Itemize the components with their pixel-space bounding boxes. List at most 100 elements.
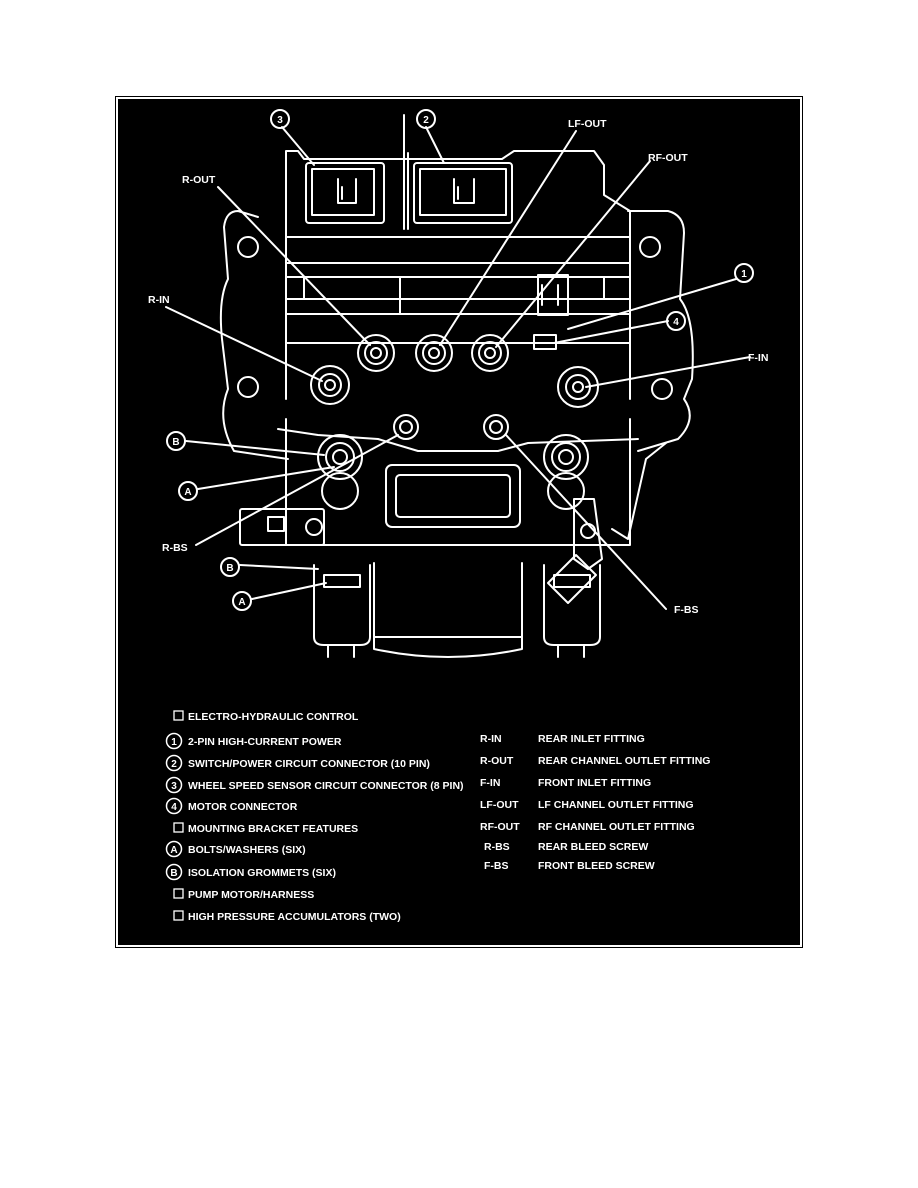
label-lf-out: LF-OUT (568, 118, 607, 130)
legend-item-bolts-washers: A BOLTS/WASHERS (SIX) (165, 840, 306, 858)
svg-text:MOTOR CONNECTOR: MOTOR CONNECTOR (188, 801, 298, 813)
svg-text:WHEEL SPEED SENSOR CIRCUIT CON: WHEEL SPEED SENSOR CIRCUIT CONNECTOR (8 … (188, 780, 464, 792)
legend-code-lf-out: LF-OUT (480, 799, 519, 811)
r-out-fitting (357, 334, 395, 372)
callout-4: 4 (673, 317, 679, 328)
legend-desc-r-out: REAR CHANNEL OUTLET FITTING (538, 755, 710, 767)
label-r-bs: R-BS (162, 542, 188, 554)
pump-motor (373, 562, 523, 658)
legend-item-switch-power-connector: 2 SWITCH/POWER CIRCUIT CONNECTOR (10 PIN… (165, 754, 430, 772)
legend-item-motor-connector: 4 MOTOR CONNECTOR (165, 797, 298, 815)
callout-a-upper-circle (178, 481, 198, 501)
mounting-bracket (219, 210, 694, 460)
svg-text:4: 4 (171, 802, 177, 813)
connector-3-body (305, 162, 385, 224)
svg-text:BOLTS/WASHERS (SIX): BOLTS/WASHERS (SIX) (188, 844, 306, 856)
svg-text:2: 2 (171, 759, 177, 770)
leader-f-in (585, 356, 751, 388)
r-in-fitting (310, 365, 350, 405)
legend-item-wheel-speed-connector: 3 WHEEL SPEED SENSOR CIRCUIT CONNECTOR (… (165, 776, 464, 794)
legend-left: ELECTRO-HYDRAULIC CONTROL 1 2-PIN HIGH-C… (165, 710, 464, 923)
callout-a-lower-circle (232, 591, 252, 611)
leader-2 (425, 126, 445, 164)
legend-desc-lf-out: LF CHANNEL OUTLET FITTING (538, 799, 694, 811)
label-r-out: R-OUT (182, 174, 216, 186)
legend-desc-r-bs: REAR BLEED SCREW (538, 841, 648, 853)
lf-out-fitting (415, 334, 453, 372)
legend-desc-r-in: REAR INLET FITTING (538, 733, 645, 745)
abs-unit-diagram: 3 2 1 4 B A B A R-OUT R-IN LF-OUT RF-OUT… (148, 109, 768, 923)
lower-body (285, 418, 631, 546)
legend-code-r-bs: R-BS (484, 841, 510, 853)
svg-text:PUMP MOTOR/HARNESS: PUMP MOTOR/HARNESS (188, 889, 314, 901)
callout-4-circle (666, 311, 686, 331)
legend-right: R-IN REAR INLET FITTING R-OUT REAR CHANN… (480, 733, 710, 872)
legend-item-pump-motor: PUMP MOTOR/HARNESS (173, 888, 314, 901)
label-f-in: F-IN (748, 352, 768, 364)
callout-a-upper: A (184, 487, 191, 498)
svg-text:HIGH PRESSURE ACCUMULATORS (TW: HIGH PRESSURE ACCUMULATORS (TWO) (188, 911, 401, 923)
leader-r-bs (195, 434, 399, 546)
legend-item-accumulators: HIGH PRESSURE ACCUMULATORS (TWO) (173, 910, 401, 923)
label-f-bs: F-BS (674, 604, 699, 616)
leader-b-upper (185, 440, 325, 456)
callout-2: 2 (423, 115, 429, 126)
callout-1-circle (734, 263, 754, 283)
legend-desc-f-bs: FRONT BLEED SCREW (538, 860, 655, 872)
leader-a-upper (197, 466, 335, 490)
callout-b-upper-circle (166, 431, 186, 451)
f-in-fitting (557, 366, 599, 408)
leader-4 (553, 320, 669, 344)
svg-text:SWITCH/POWER CIRCUIT CONNECTOR: SWITCH/POWER CIRCUIT CONNECTOR (10 PIN) (188, 758, 430, 770)
bolt-right (558, 449, 574, 465)
leader-rf-out (495, 160, 651, 348)
legend-item-isolation-grommets: B ISOLATION GROMMETS (SIX) (165, 863, 336, 881)
bolt-left (332, 449, 348, 465)
grommet-left (317, 434, 363, 480)
svg-text:B: B (170, 868, 177, 879)
r-bs-screw (393, 414, 419, 440)
leader-3 (281, 126, 315, 166)
callout-b-upper: B (172, 437, 179, 448)
svg-text:ELECTRO-HYDRAULIC CONTROL: ELECTRO-HYDRAULIC CONTROL (188, 711, 359, 723)
legend-item-mounting-bracket: MOUNTING BRACKET FEATURES (173, 822, 358, 835)
bracket-hole-lower-right (651, 378, 673, 400)
legend-code-r-in: R-IN (480, 733, 502, 745)
leader-1 (567, 278, 737, 330)
leader-f-bs (505, 434, 667, 610)
svg-text:MOUNTING BRACKET FEATURES: MOUNTING BRACKET FEATURES (188, 823, 358, 835)
callout-3: 3 (277, 115, 283, 126)
leader-r-in (165, 306, 323, 382)
nameplate (385, 464, 521, 528)
callout-b-lower-circle (220, 557, 240, 577)
callout-2-circle (416, 109, 436, 129)
svg-text:2-PIN HIGH-CURRENT POWER: 2-PIN HIGH-CURRENT POWER (188, 736, 342, 748)
bracket-hole-upper-left (237, 236, 259, 258)
label-r-in: R-IN (148, 294, 170, 306)
accumulator-right (543, 564, 601, 646)
accumulator-left (313, 564, 371, 646)
bracket-hole-lower-left (237, 376, 259, 398)
legend-desc-rf-out: RF CHANNEL OUTLET FITTING (538, 821, 695, 833)
rf-out-fitting (471, 334, 509, 372)
legend-item-electro-hydraulic-control: ELECTRO-HYDRAULIC CONTROL (173, 710, 359, 723)
grommet-right (543, 434, 589, 480)
left-side-bracket (239, 508, 325, 546)
leader-lf-out (439, 130, 577, 346)
leader-r-out (217, 186, 371, 346)
label-rf-out: RF-OUT (648, 152, 688, 164)
connector-2-body (413, 162, 513, 224)
leader-a-lower (251, 582, 327, 600)
bracket-hole-upper-right (639, 236, 661, 258)
legend-code-f-in: F-IN (480, 777, 500, 789)
legend-item-2-pin-power: 1 2-PIN HIGH-CURRENT POWER (165, 732, 342, 750)
legend-code-rf-out: RF-OUT (480, 821, 520, 833)
svg-text:ISOLATION GROMMETS (SIX): ISOLATION GROMMETS (SIX) (188, 867, 336, 879)
callout-b-lower: B (226, 563, 233, 574)
svg-text:3: 3 (171, 781, 177, 792)
callout-3-circle (270, 109, 290, 129)
legend-code-f-bs: F-BS (484, 860, 509, 872)
abs-unit-figure: 3 2 1 4 B A B A R-OUT R-IN LF-OUT RF-OUT… (115, 96, 803, 948)
right-side-bracket (573, 498, 603, 570)
legend-desc-f-in: FRONT INLET FITTING (538, 777, 651, 789)
